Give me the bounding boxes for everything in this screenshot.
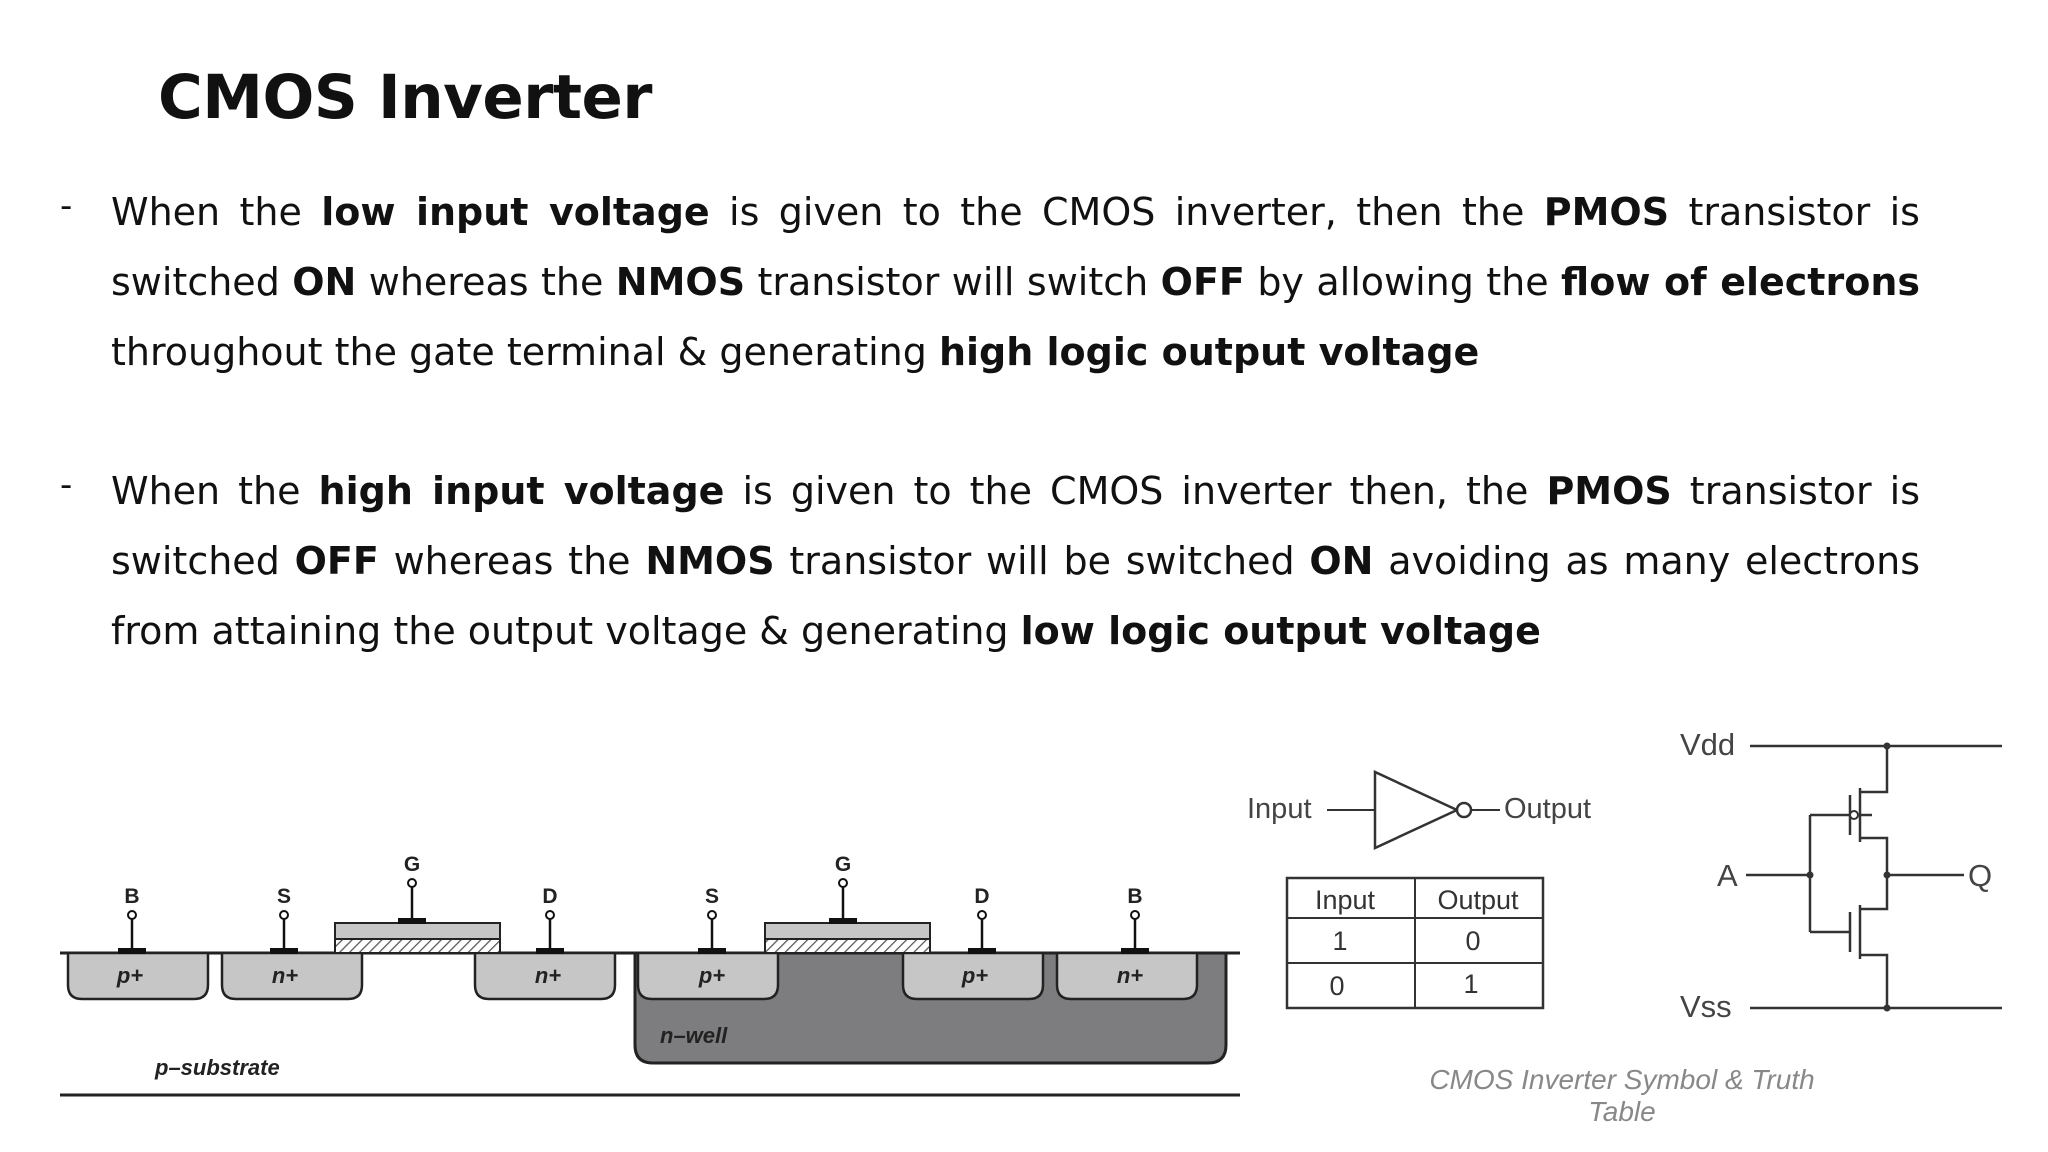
pmos-transistor — [1848, 746, 1889, 875]
bold-phrase: high logic output voltage — [938, 330, 1480, 374]
bold-phrase: NMOS — [645, 539, 775, 583]
terminal-body-nmos — [118, 910, 146, 954]
region-label: n+ — [272, 963, 298, 988]
bold-phrase: low input voltage — [321, 190, 710, 234]
output-q-label: Q — [1968, 858, 1992, 893]
terminal-drain-pmos — [968, 910, 996, 954]
bullet-text: When the high input voltage is given to … — [111, 456, 1920, 666]
inverter-triangle — [1373, 770, 1460, 850]
n-well-label: n–well — [660, 1023, 728, 1048]
p-substrate-label: p–substrate — [154, 1055, 280, 1080]
truth-table-cell: 0 — [1329, 971, 1344, 1001]
text-segment: transistor will switch — [745, 260, 1161, 304]
terminal-source-nmos — [270, 910, 298, 954]
region-label: p+ — [961, 963, 988, 988]
terminal-label: D — [974, 885, 989, 908]
text-segment: whereas the — [356, 260, 616, 304]
bold-phrase: OFF — [1160, 260, 1245, 304]
terminal-gate-pmos — [829, 878, 857, 924]
inverter-symbol-and-truth-table: Input Output Input Output 1 0 0 1 — [1247, 770, 1591, 1010]
bold-phrase: PMOS — [1546, 469, 1672, 513]
truth-table-cell: 1 — [1332, 926, 1347, 956]
nmos-gate-oxide — [334, 938, 501, 954]
bullet-dash: - — [60, 465, 73, 505]
bullet-high-input: - When the high input voltage is given t… — [60, 456, 1920, 666]
bold-phrase: NMOS — [615, 260, 746, 304]
bold-phrase: PMOS — [1543, 190, 1670, 234]
symbol-output-label: Output — [1504, 793, 1591, 825]
terminal-gate-nmos — [398, 878, 426, 924]
truth-table-header: Input — [1315, 885, 1376, 915]
pmos-bubble — [1849, 810, 1859, 820]
region-label: n+ — [535, 963, 561, 988]
diffusion-n-plus-drain — [473, 951, 617, 1001]
slide-title: CMOS Inverter — [158, 62, 652, 133]
bullet-low-input: - When the low input voltage is given to… — [60, 177, 1920, 387]
text-segment: throughout the gate terminal & generatin… — [111, 330, 939, 374]
pmos-gate-oxide — [764, 938, 931, 954]
bold-phrase: low logic output voltage — [1020, 609, 1541, 653]
terminal-drain-nmos — [536, 910, 564, 954]
text-segment: is given to the CMOS inverter then, the — [724, 469, 1547, 513]
nmos-transistor — [1848, 875, 1889, 1008]
bold-phrase: high input voltage — [318, 469, 725, 513]
terminal-label: G — [404, 853, 420, 876]
text-segment: whereas the — [378, 539, 646, 583]
diffusion-p-plus-drain — [901, 951, 1045, 1001]
terminal-label: B — [1127, 885, 1142, 908]
text-segment: transistor is switched — [111, 190, 1920, 304]
bold-phrase: ON — [292, 260, 357, 304]
region-label: p+ — [116, 963, 143, 988]
figure-caption: CMOS Inverter Symbol & Truth Table — [1429, 1064, 1815, 1127]
region-label: p+ — [698, 963, 725, 988]
text-segment: by allowing the — [1244, 260, 1562, 304]
symbol-input-label: Input — [1247, 793, 1312, 825]
inverter-bubble — [1455, 801, 1473, 819]
truth-table-cell: 0 — [1465, 926, 1480, 956]
terminal-source-pmos — [698, 910, 726, 954]
terminal-label: G — [835, 853, 851, 876]
bullet-dash: - — [60, 186, 73, 226]
bullet-text: When the low input voltage is given to t… — [111, 177, 1920, 387]
diffusion-n-plus-body — [1055, 951, 1199, 1001]
bold-phrase: OFF — [294, 539, 379, 583]
text-segment: avoiding as many electrons from attainin… — [111, 539, 1921, 653]
region-label: n+ — [1117, 963, 1143, 988]
diffusion-p-plus-body — [66, 951, 210, 1001]
nmos-gate-poly — [334, 922, 501, 940]
bold-phrase: flow of electrons — [1561, 260, 1920, 304]
truth-table-header: Output — [1437, 885, 1519, 915]
bold-phrase: ON — [1309, 539, 1374, 583]
cmos-cross-section: p+ n+ n+ p+ p+ n+ n–well p–substrate — [60, 853, 1240, 1097]
text-segment: When the — [111, 469, 319, 513]
text-segment: transistor will be switched — [774, 539, 1310, 583]
terminal-label: D — [542, 885, 557, 908]
terminal-label: S — [277, 885, 291, 908]
truth-table-cell: 1 — [1463, 969, 1478, 999]
diffusion-n-plus-source — [220, 951, 364, 1001]
terminal-label: S — [705, 885, 719, 908]
vdd-label: Vdd — [1680, 727, 1735, 762]
pmos-gate-poly — [764, 922, 931, 940]
terminal-body-pmos — [1121, 910, 1149, 954]
text-segment: is given to the CMOS inverter, then the — [709, 190, 1544, 234]
diffusion-p-plus-source — [636, 951, 780, 1001]
terminal-label: B — [124, 885, 139, 908]
input-a-label: A — [1717, 858, 1738, 893]
text-segment: transistor is switched — [111, 469, 1921, 583]
vss-label: Vss — [1680, 989, 1732, 1024]
text-segment: When the — [111, 190, 322, 234]
cmos-inverter-schematic: Vdd Vss A Q — [1680, 727, 2002, 1024]
